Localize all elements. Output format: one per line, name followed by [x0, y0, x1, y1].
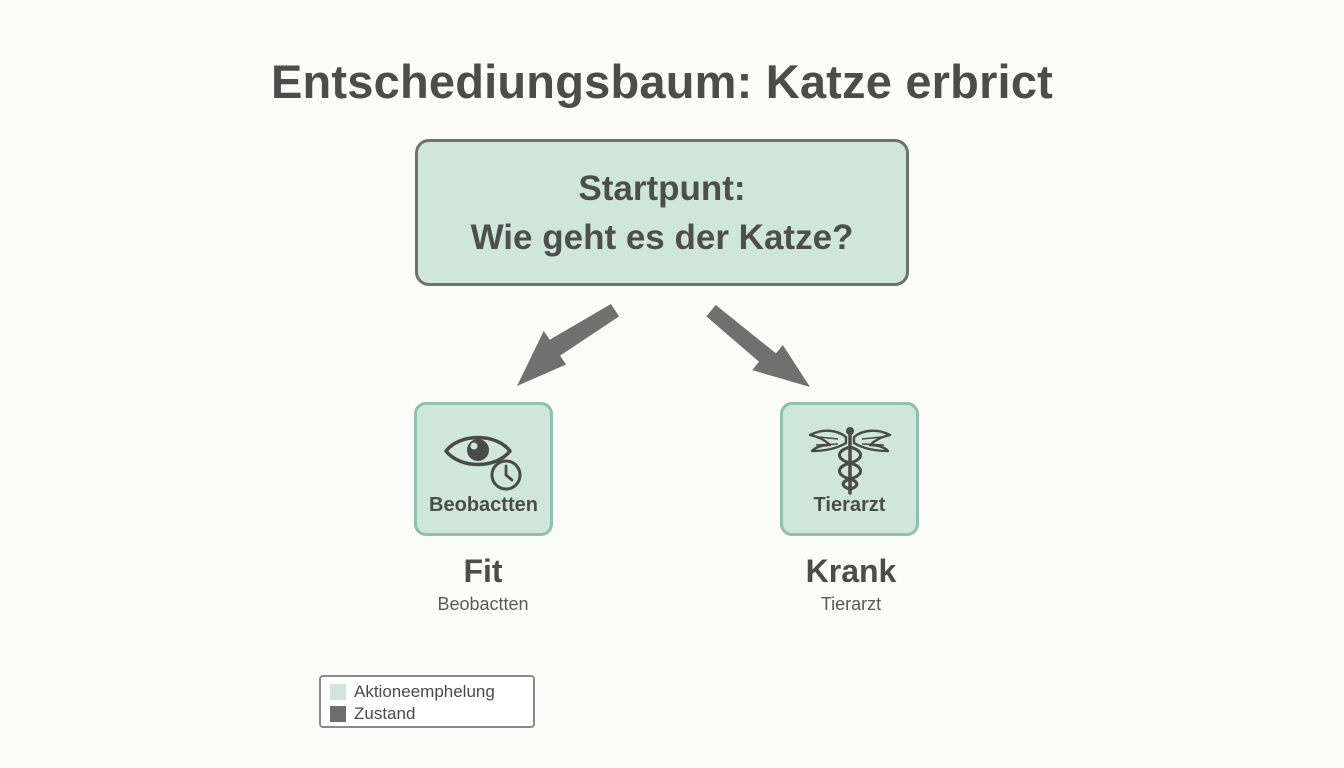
arrow-right	[706, 304, 810, 387]
state-title-krank: Krank	[805, 553, 897, 589]
action-node-beobachten: Beobactten	[414, 402, 553, 536]
caduceus-icon	[808, 427, 891, 495]
start-node-label-line2: Wie geht es der Katze?	[470, 217, 854, 257]
legend-label-action: Aktioneemphelung	[354, 682, 495, 701]
state-title-fit: Fit	[463, 553, 503, 589]
state-subtitle-krank: Tierarzt	[820, 594, 882, 614]
diagram-title: Entschediungsbaum: Katze erbrict	[270, 55, 1054, 108]
legend-item-state: Zustand	[330, 703, 533, 725]
action-node-tierarzt: Tierarzt	[780, 402, 919, 536]
legend-swatch-state	[330, 706, 346, 722]
eye-clock-icon	[443, 435, 521, 491]
state-node-krank: Krank Tierarzt	[751, 552, 951, 615]
legend-swatch-action	[330, 684, 346, 700]
state-subtitle-fit: Beobactten	[437, 594, 529, 614]
start-node-label-line1: Startpunt:	[578, 168, 746, 208]
action-label-beobachten: Beobactten	[429, 494, 538, 516]
action-label-tierarzt: Tierarzt	[813, 494, 886, 516]
state-node-fit: Fit Beobactten	[383, 552, 583, 615]
legend: Aktioneemphelung Zustand	[319, 675, 535, 728]
start-node: Startpunt: Wie geht es der Katze?	[415, 139, 909, 286]
arrow-left	[517, 304, 620, 386]
legend-label-state: Zustand	[354, 704, 416, 723]
legend-item-action: Aktioneemphelung	[330, 681, 533, 703]
